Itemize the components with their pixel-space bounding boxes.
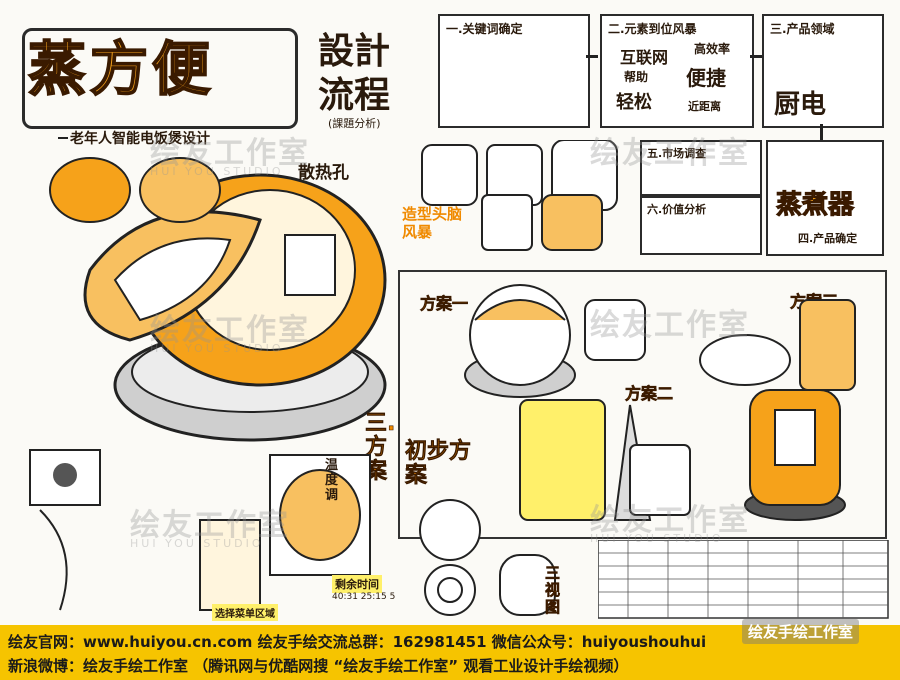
step2-word-near: 近距离 [688, 100, 721, 113]
watermark-bottom-left: 绘友工作室 [130, 508, 290, 543]
watermark-mid-right: 绘友工作室 [590, 308, 750, 343]
main-title: 蒸方便 [27, 34, 215, 104]
watermark-bottom-left-en: HUI YOU STUDIO [130, 537, 264, 550]
arrow-1-2 [586, 55, 598, 58]
subtitle: 老年人智能电饭煲设计 [70, 131, 210, 147]
footer-line-2: 新浪微博：绘友手绘工作室 （腾讯网与优酷网搜 “绘友手绘工作室” 观看工业设计手… [8, 657, 629, 675]
step2-title: 二.元素到位风暴 [608, 22, 697, 36]
step1-box: 一.关键词确定 [438, 14, 590, 128]
step3-word: 厨电 [774, 90, 827, 120]
watermark-mid-left-en: HUI YOU STUDIO [150, 342, 284, 355]
step1-title: 一.关键词确定 [446, 22, 523, 36]
main-product-sketch [49, 157, 387, 442]
footer-banner: 绘友官网：www.huiyou.cn.com 绘友手绘交流总群：16298145… [0, 619, 900, 680]
watermark-top-left-en: HUI YOU STUDIO [150, 165, 284, 178]
step4-title: 四.产品确定 [798, 232, 858, 245]
wechat-badge: 绘友手绘工作室 [742, 619, 860, 644]
label-remaining-time: 剩余时间 [332, 575, 382, 593]
form-brainstorm-sketches [421, 140, 618, 251]
watermark-bottom-right-en: HUI YOU STUDIO [590, 532, 724, 545]
label-choose-menu: 选择菜单区域 [212, 604, 278, 621]
process-heading-1: 設計 [318, 31, 391, 72]
step2-word-convenient: 便捷 [686, 66, 726, 90]
step6-box: 六.价值分析 [640, 196, 762, 255]
label-three-view: 三视图 [545, 564, 561, 616]
footer-line-1: 绘友官网：www.huiyou.cn.com 绘友手绘交流总群：16298145… [8, 633, 707, 651]
label-heat-vent: 散热孔 [298, 163, 349, 183]
watermark-bottom-right: 绘友工作室 [590, 503, 750, 538]
watermark-top-right: 绘友工作室 [590, 136, 750, 171]
process-annotation: (課題分析) [328, 117, 381, 130]
arrow-2-3 [750, 55, 762, 58]
step6-title: 六.价值分析 [647, 203, 707, 216]
step2-word-help: 帮助 [624, 70, 649, 84]
plans-frame [398, 270, 887, 539]
sketch-sheet: 蒸方便 老年人智能电饭煲设计 設計 流程 便 (課題分析) 一.关键词确定 二.… [22, 14, 889, 621]
step5-box: 五.市场调查 [640, 140, 762, 196]
step2-word-internet: 互联网 [620, 48, 669, 67]
step4-word: 蒸煮器 [775, 190, 855, 221]
step4-box: 蒸煮器 四.产品确定 [766, 140, 884, 256]
step3-box: 三.产品领域 厨电 [762, 14, 884, 128]
arrow-3-4 [820, 124, 823, 140]
step5-title: 五.市场调查 [647, 147, 707, 160]
three-view-drawing [419, 499, 556, 616]
title-block-table [598, 540, 889, 619]
label-form-brainstorm: 造型头脑风暴 [402, 205, 463, 241]
step2-word-efficiency: 高效率 [694, 42, 731, 56]
step2-box: 二.元素到位风暴 互联网 高效率 帮助 便捷 轻松 近距离 [600, 14, 754, 128]
step2-word-easy: 轻松 [616, 92, 652, 113]
label-plan1: 方案一 [420, 294, 469, 314]
subtitle-dash [58, 137, 68, 139]
watermark-top-left: 绘友工作室 [150, 136, 310, 171]
label-temp: 温度调 [325, 458, 339, 503]
time-values: 40:31 25:15 5 [332, 592, 396, 602]
process-heading-2: 流程 [318, 75, 391, 116]
step3-title: 三.产品领域 [770, 22, 835, 36]
detail-sketches [29, 449, 371, 611]
label-plan2: 方案二 [625, 384, 674, 404]
label-initial-plan: 初步方案 [405, 439, 472, 488]
plan-sketches [464, 284, 856, 521]
watermark-mid-left: 绘友工作室 [150, 313, 310, 348]
title-frame [22, 28, 298, 129]
